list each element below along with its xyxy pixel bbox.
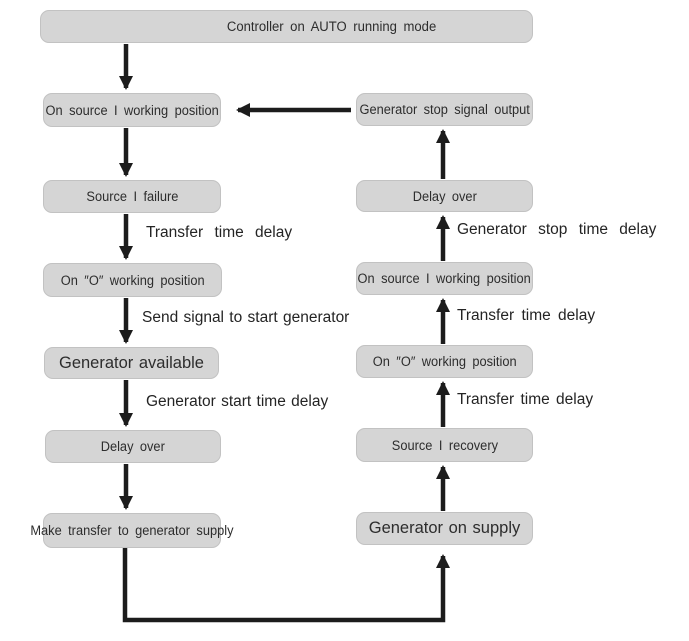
node-label: On ″O″ working position	[60, 272, 205, 288]
node-label: Delay over	[412, 188, 477, 204]
node-label: Delay over	[100, 439, 166, 454]
node-make-transfer-to-generator-supply: Make transfer to generator supply	[30, 513, 234, 548]
node-on-source1-working-position-right: On source I working position	[356, 262, 533, 295]
node-label: On source I working position	[45, 102, 219, 118]
node-label: On source I working position	[357, 271, 532, 286]
node-generator-stop-signal-output: Generator stop signal output	[356, 93, 533, 126]
edge-label-transfer-time-delay-left: Transfer time delay	[146, 224, 293, 241]
node-generator-on-supply: Generator on supply	[356, 512, 533, 545]
node-label: Make transfer to generator supply	[30, 523, 234, 538]
node-label: Controller on AUTO running mode	[226, 19, 436, 34]
node-label: Generator on supply	[368, 519, 521, 537]
node-on-o-working-position-left: On ″O″ working position	[43, 263, 222, 297]
node-on-source1-working-position-left: On source I working position	[43, 93, 221, 127]
arrow-make-transfer-to-gen-on-supply	[122, 548, 450, 623]
edge-label-transfer-time-delay-right-upper: Transfer time delay	[457, 307, 596, 324]
node-label: Generator available	[58, 353, 204, 372]
node-controller-auto-mode: Controller on AUTO running mode	[40, 10, 533, 43]
node-label: Source I recovery	[391, 437, 498, 453]
edge-label-generator-stop-time-delay: Generator stop time delay	[457, 221, 657, 238]
node-source1-recovery: Source I recovery	[356, 428, 533, 462]
edge-label-send-signal-to-start-generator: Send signal to start generator	[142, 309, 350, 326]
edge-label-transfer-time-delay-right-lower: Transfer time delay	[457, 391, 594, 408]
node-source1-failure: Source I failure	[43, 180, 221, 213]
node-delay-over-right: Delay over	[356, 180, 533, 212]
edge-label-generator-start-time-delay: Generator start time delay	[146, 393, 329, 410]
node-label: On ″O″ working position	[372, 354, 517, 369]
node-label: Generator stop signal output	[359, 102, 530, 117]
node-delay-over-left: Delay over	[45, 430, 221, 463]
node-generator-available: Generator available	[44, 347, 219, 379]
node-on-o-working-position-right: On ″O″ working position	[356, 345, 533, 378]
node-label: Source I failure	[86, 189, 178, 204]
